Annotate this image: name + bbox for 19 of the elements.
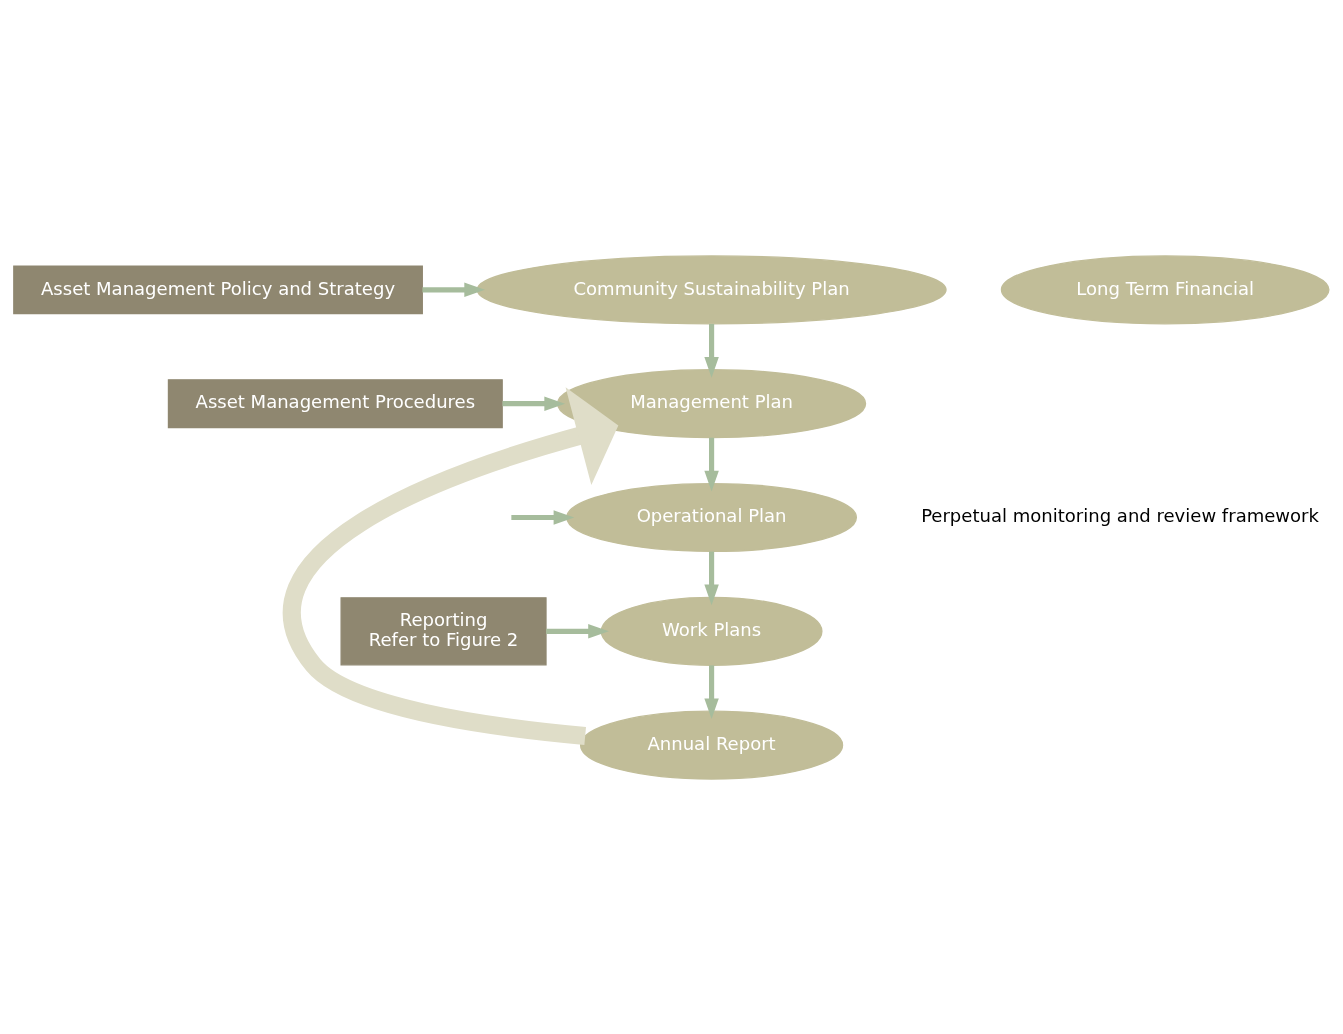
arrow [283, 386, 619, 745]
node-ellipse: Community Sustainability Plan [476, 254, 947, 324]
arrow [704, 664, 719, 719]
arrow [704, 437, 719, 491]
label: Perpetual monitoring and review framework [921, 504, 1319, 526]
node-ellipse: Management Plan [556, 368, 867, 438]
arrow [546, 623, 609, 639]
arrow [704, 551, 719, 605]
node-ellipse: Operational Plan [566, 482, 857, 552]
node-ellipse: Work Plans [600, 596, 823, 666]
node-ellipse: Annual Report [579, 710, 844, 780]
arrow [502, 395, 566, 411]
arrow [704, 323, 719, 378]
arrow [511, 509, 575, 525]
node-ellipse: Long Term Financial [1000, 254, 1330, 324]
node-box: Asset Management Policy and Strategy [13, 264, 423, 314]
node-box: Reporting Refer to Figure 2 [340, 596, 547, 665]
arrow [422, 282, 485, 297]
node-box: Asset Management Procedures [167, 378, 503, 428]
